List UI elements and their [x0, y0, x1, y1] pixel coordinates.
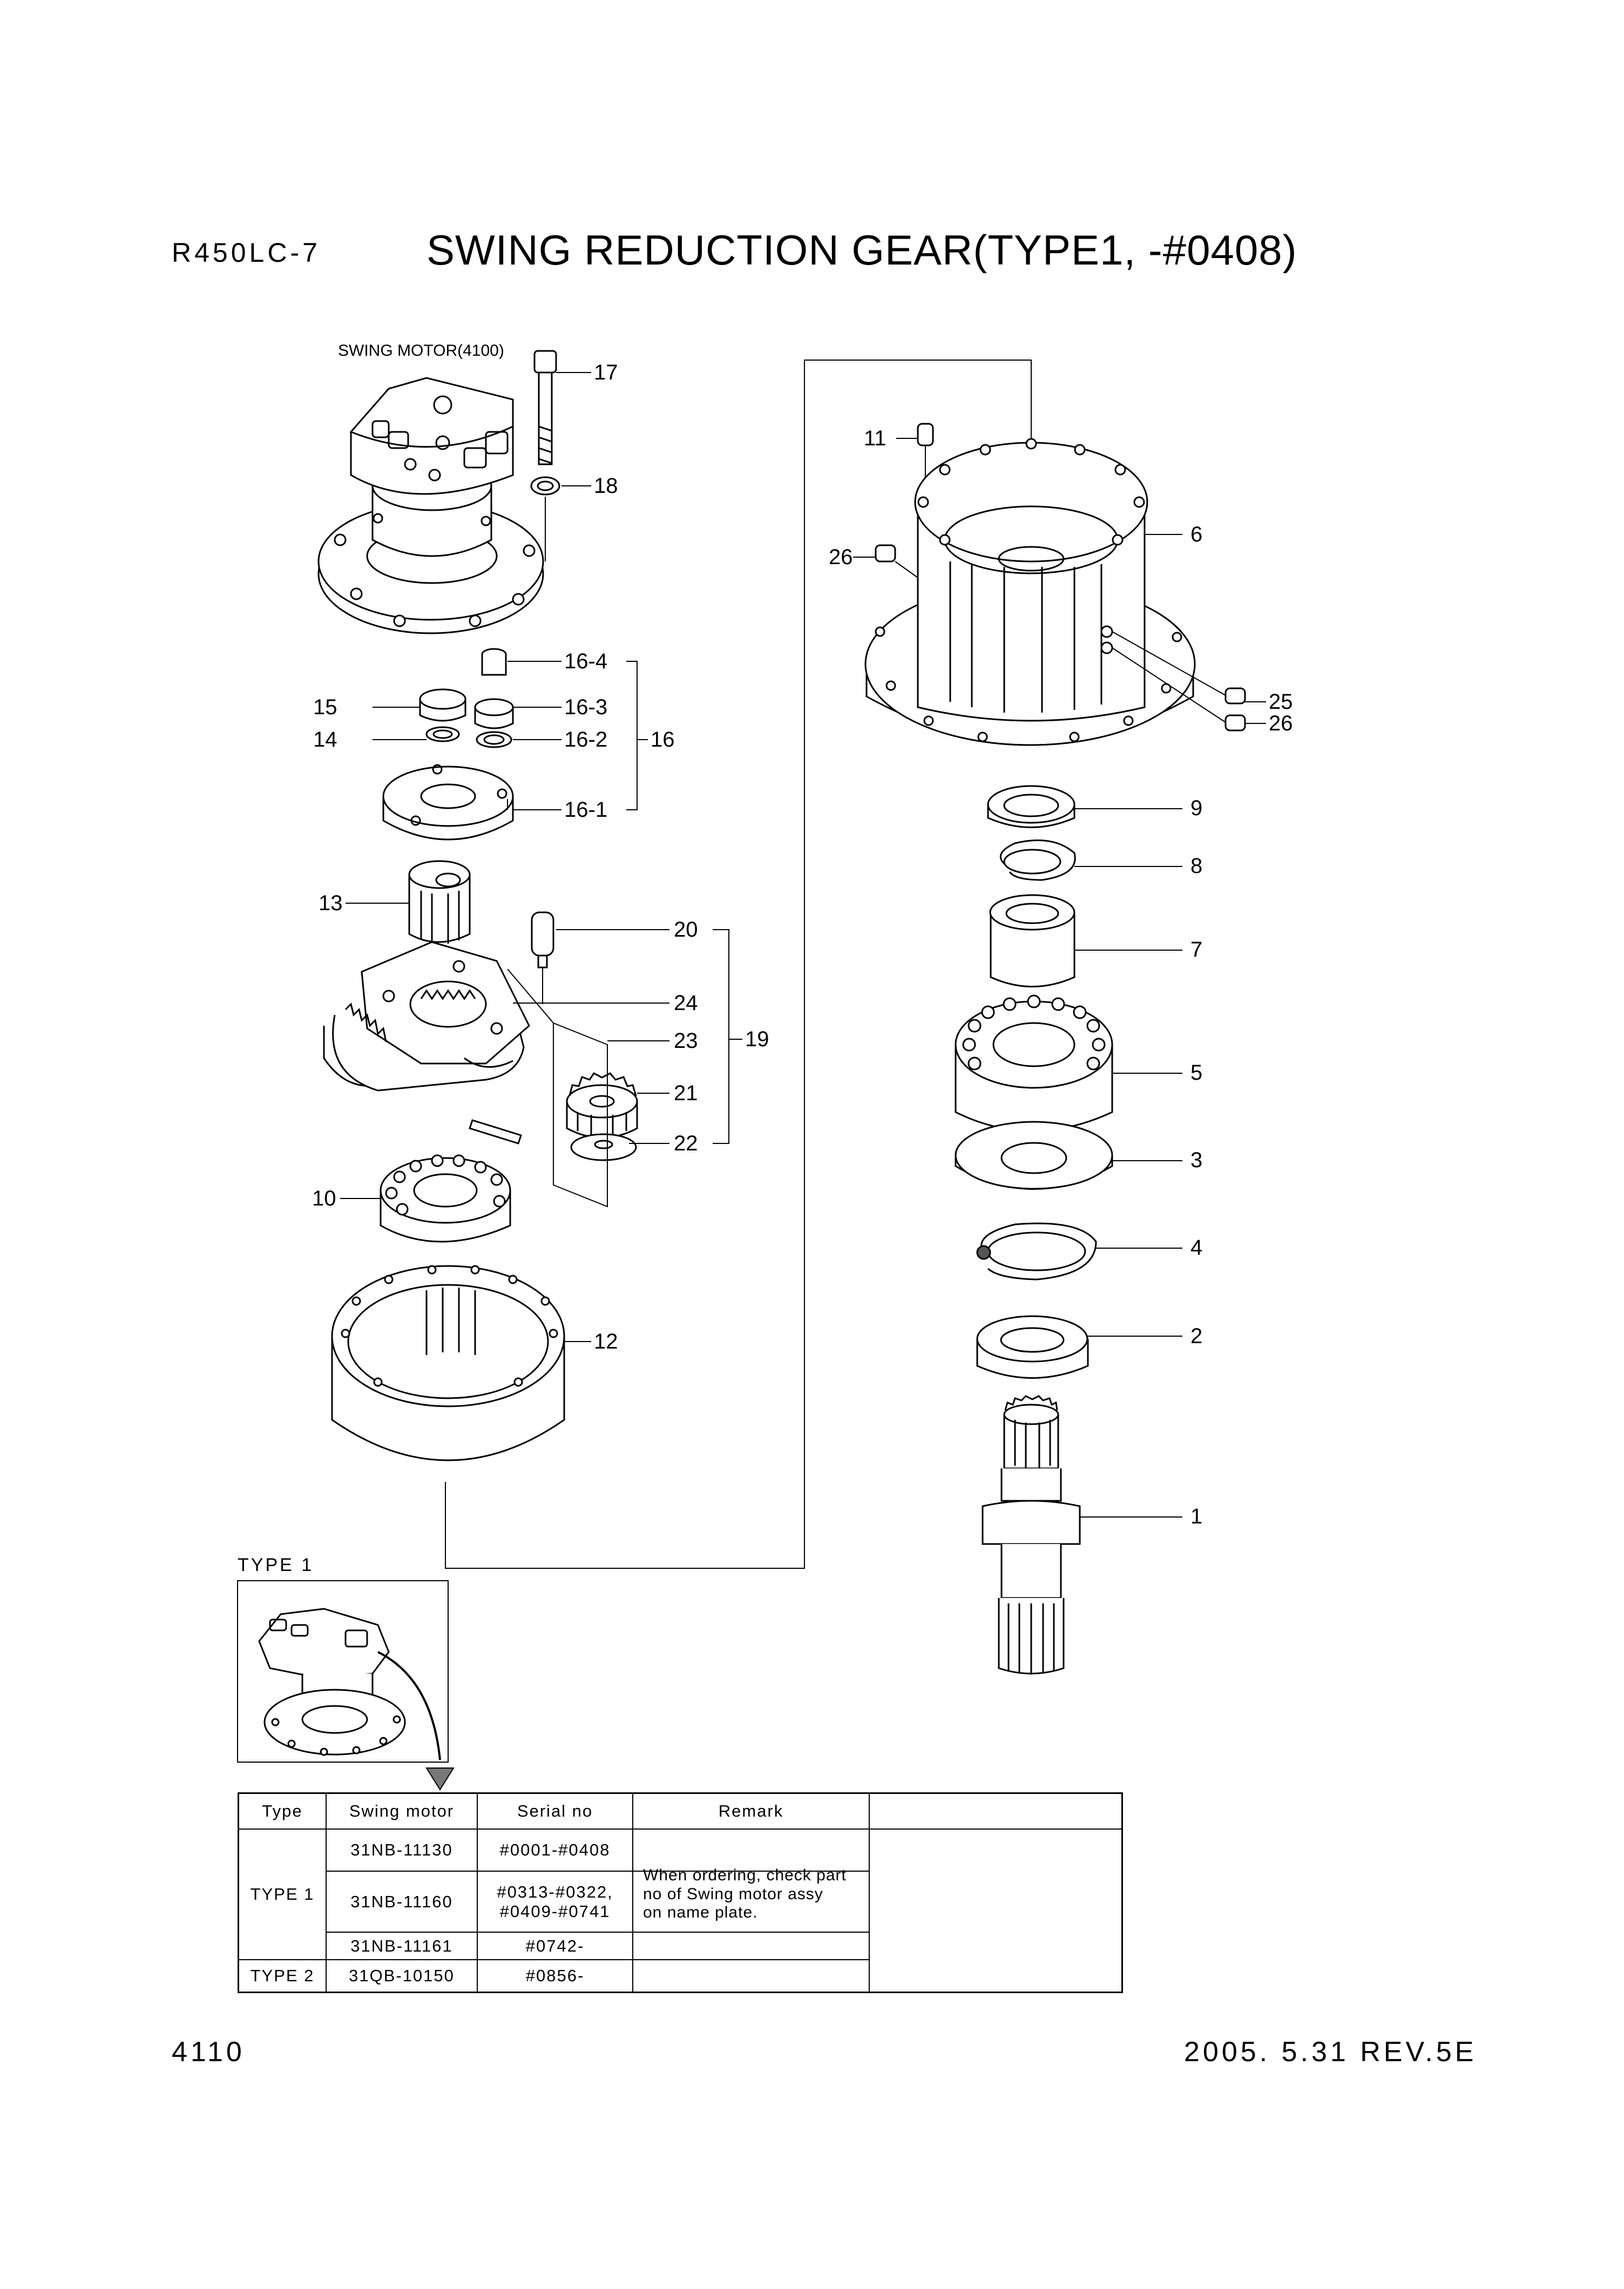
pinion-shaft-1 [982, 1395, 1081, 1675]
remark-cell: When ordering, check part no of Swing mo… [643, 1830, 869, 1959]
washer-18 [530, 476, 560, 496]
snap-ring-8 [999, 839, 1076, 881]
row2-serial-line2: #0409-#0741 [499, 1901, 611, 1921]
plug-26 [875, 544, 896, 563]
callout-17: 17 [594, 361, 618, 384]
callout-21: 21 [674, 1081, 698, 1105]
row2-motor: 31NB-11160 [350, 1892, 453, 1911]
bearing-10 [380, 1154, 511, 1243]
plug-25 [1224, 687, 1246, 705]
callout-12: 12 [594, 1330, 618, 1353]
header-type: Type [262, 1802, 303, 1821]
header-remark: Remark [718, 1802, 784, 1821]
needle-pin [469, 1119, 522, 1144]
row1-motor: 31NB-11130 [350, 1840, 453, 1860]
page-title: SWING REDUCTION GEAR(TYPE1, -#0408) [427, 226, 1297, 274]
swing-motor-reference: SWING MOTOR(4100) [338, 342, 504, 360]
model-name: R450LC-7 [172, 238, 321, 268]
callout-16-4: 16-4 [564, 649, 607, 673]
callout-23: 23 [674, 1029, 698, 1053]
row3-serial: #0742- [525, 1936, 585, 1955]
row4-serial: #0856- [525, 1966, 585, 1986]
planet-carrier-24 [323, 941, 530, 1092]
remark-line2: on name plate. [643, 1904, 758, 1922]
callout-4: 4 [1190, 1236, 1202, 1259]
callout-14: 14 [313, 728, 337, 751]
row2-serial: #0313-#0322, #0409-#0741 [478, 1872, 632, 1932]
callout-10: 10 [312, 1187, 336, 1210]
callout-16: 16 [651, 728, 675, 751]
parts-16-group [382, 648, 514, 841]
callout-7: 7 [1190, 938, 1202, 961]
callout-26-housing: 26 [1269, 712, 1293, 735]
bolt-17 [533, 350, 557, 465]
callout-11: 11 [864, 426, 887, 450]
page-number: 4110 [172, 2036, 245, 2068]
callout-26-plug: 26 [829, 545, 853, 569]
callout-22: 22 [674, 1132, 698, 1155]
seal-9 [987, 785, 1075, 828]
callout-1: 1 [1190, 1505, 1202, 1528]
type2-cell: TYPE 2 [250, 1966, 315, 1986]
remark-line1: When ordering, check part no of Swing mo… [643, 1866, 847, 1903]
pin-20 [531, 911, 554, 969]
pin-11 [917, 423, 934, 446]
callout-19: 19 [745, 1027, 769, 1051]
callout-6: 6 [1190, 523, 1202, 546]
callout-5: 5 [1190, 1061, 1202, 1085]
callout-15: 15 [313, 695, 337, 719]
plate-3 [955, 1121, 1113, 1190]
row1-serial: #0001-#0408 [499, 1840, 611, 1860]
callout-25: 25 [1269, 690, 1293, 714]
callout-24: 24 [674, 991, 698, 1015]
callout-20: 20 [674, 918, 698, 942]
callout-13: 13 [319, 891, 343, 915]
callout-labels: 1 2 3 4 5 6 7 8 9 10 11 12 13 14 15 16 1… [312, 361, 1293, 1528]
header-swing-motor: Swing motor [349, 1802, 455, 1821]
type1-inset [237, 1580, 455, 1791]
ring-gear-12 [331, 1265, 565, 1461]
row2-serial-line1: #0313-#0322, [497, 1882, 613, 1901]
row4-motor: 31QB-10150 [349, 1966, 455, 1986]
callout-16-2: 16-2 [564, 728, 607, 751]
plug-26b [1224, 714, 1246, 732]
revision-date: 2005. 5.31 REV.5E [1184, 2036, 1477, 2068]
type1-inset-caption: TYPE 1 [238, 1555, 314, 1575]
sleeve-7 [989, 894, 1075, 987]
callout-3: 3 [1190, 1148, 1202, 1172]
housing-6 [864, 438, 1196, 746]
planet-gear-21 [566, 1072, 638, 1161]
application-table: Type Swing motor Serial no Remark TYPE 1… [238, 1792, 1123, 1993]
callout-18: 18 [594, 474, 618, 498]
bearing-5 [955, 994, 1113, 1132]
header-serial-no: Serial no [517, 1802, 593, 1821]
collar-2 [976, 1315, 1089, 1379]
callout-16-1: 16-1 [564, 798, 607, 822]
type1-cell: TYPE 1 [250, 1885, 315, 1904]
callout-9: 9 [1190, 796, 1202, 820]
snap-ring-4 [976, 1222, 1097, 1281]
sun-gear-13 [408, 860, 471, 944]
swing-motor-drawing [317, 377, 544, 634]
callout-2: 2 [1190, 1324, 1202, 1348]
callout-8: 8 [1190, 854, 1202, 878]
callout-16-3: 16-3 [564, 695, 607, 719]
row3-motor: 31NB-11161 [350, 1936, 453, 1955]
